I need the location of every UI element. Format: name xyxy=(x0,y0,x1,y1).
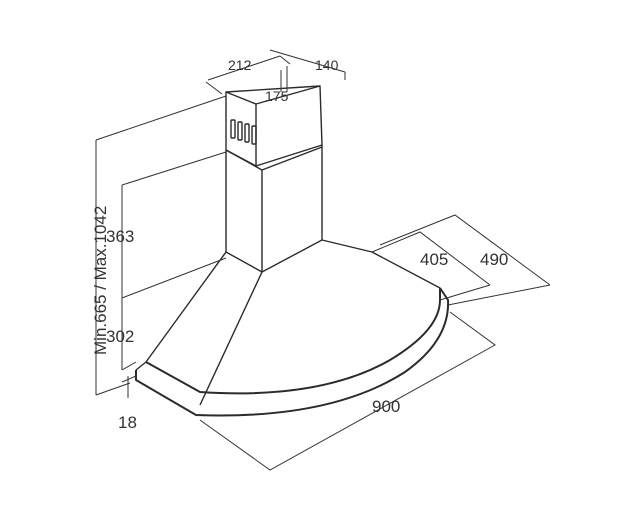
canopy-rim-side xyxy=(135,361,147,371)
dimension-lines xyxy=(95,49,551,471)
label-height-range: Min.665 / Max.1042 xyxy=(91,206,110,355)
label-363: 363 xyxy=(106,227,134,246)
label-490: 490 xyxy=(480,250,508,269)
label-140: 140 xyxy=(315,57,339,73)
hood-outline xyxy=(135,85,450,417)
label-212: 212 xyxy=(228,57,252,73)
chimney-joint xyxy=(225,146,323,171)
canopy-left xyxy=(145,251,227,363)
dimension-labels: 212 140 175 363 302 18 Min.665 / Max.104… xyxy=(91,57,508,432)
vent-slots xyxy=(230,119,257,145)
label-900: 900 xyxy=(372,397,400,416)
label-18: 18 xyxy=(118,413,137,432)
chimney-upper xyxy=(225,85,323,167)
label-175: 175 xyxy=(265,88,289,104)
chimney-lower xyxy=(225,145,323,273)
label-302: 302 xyxy=(106,327,134,346)
canopy-front-ridge xyxy=(199,271,263,406)
canopy-rim-top xyxy=(145,288,441,395)
label-405: 405 xyxy=(420,250,448,269)
canopy-rim-bottom xyxy=(135,287,450,417)
